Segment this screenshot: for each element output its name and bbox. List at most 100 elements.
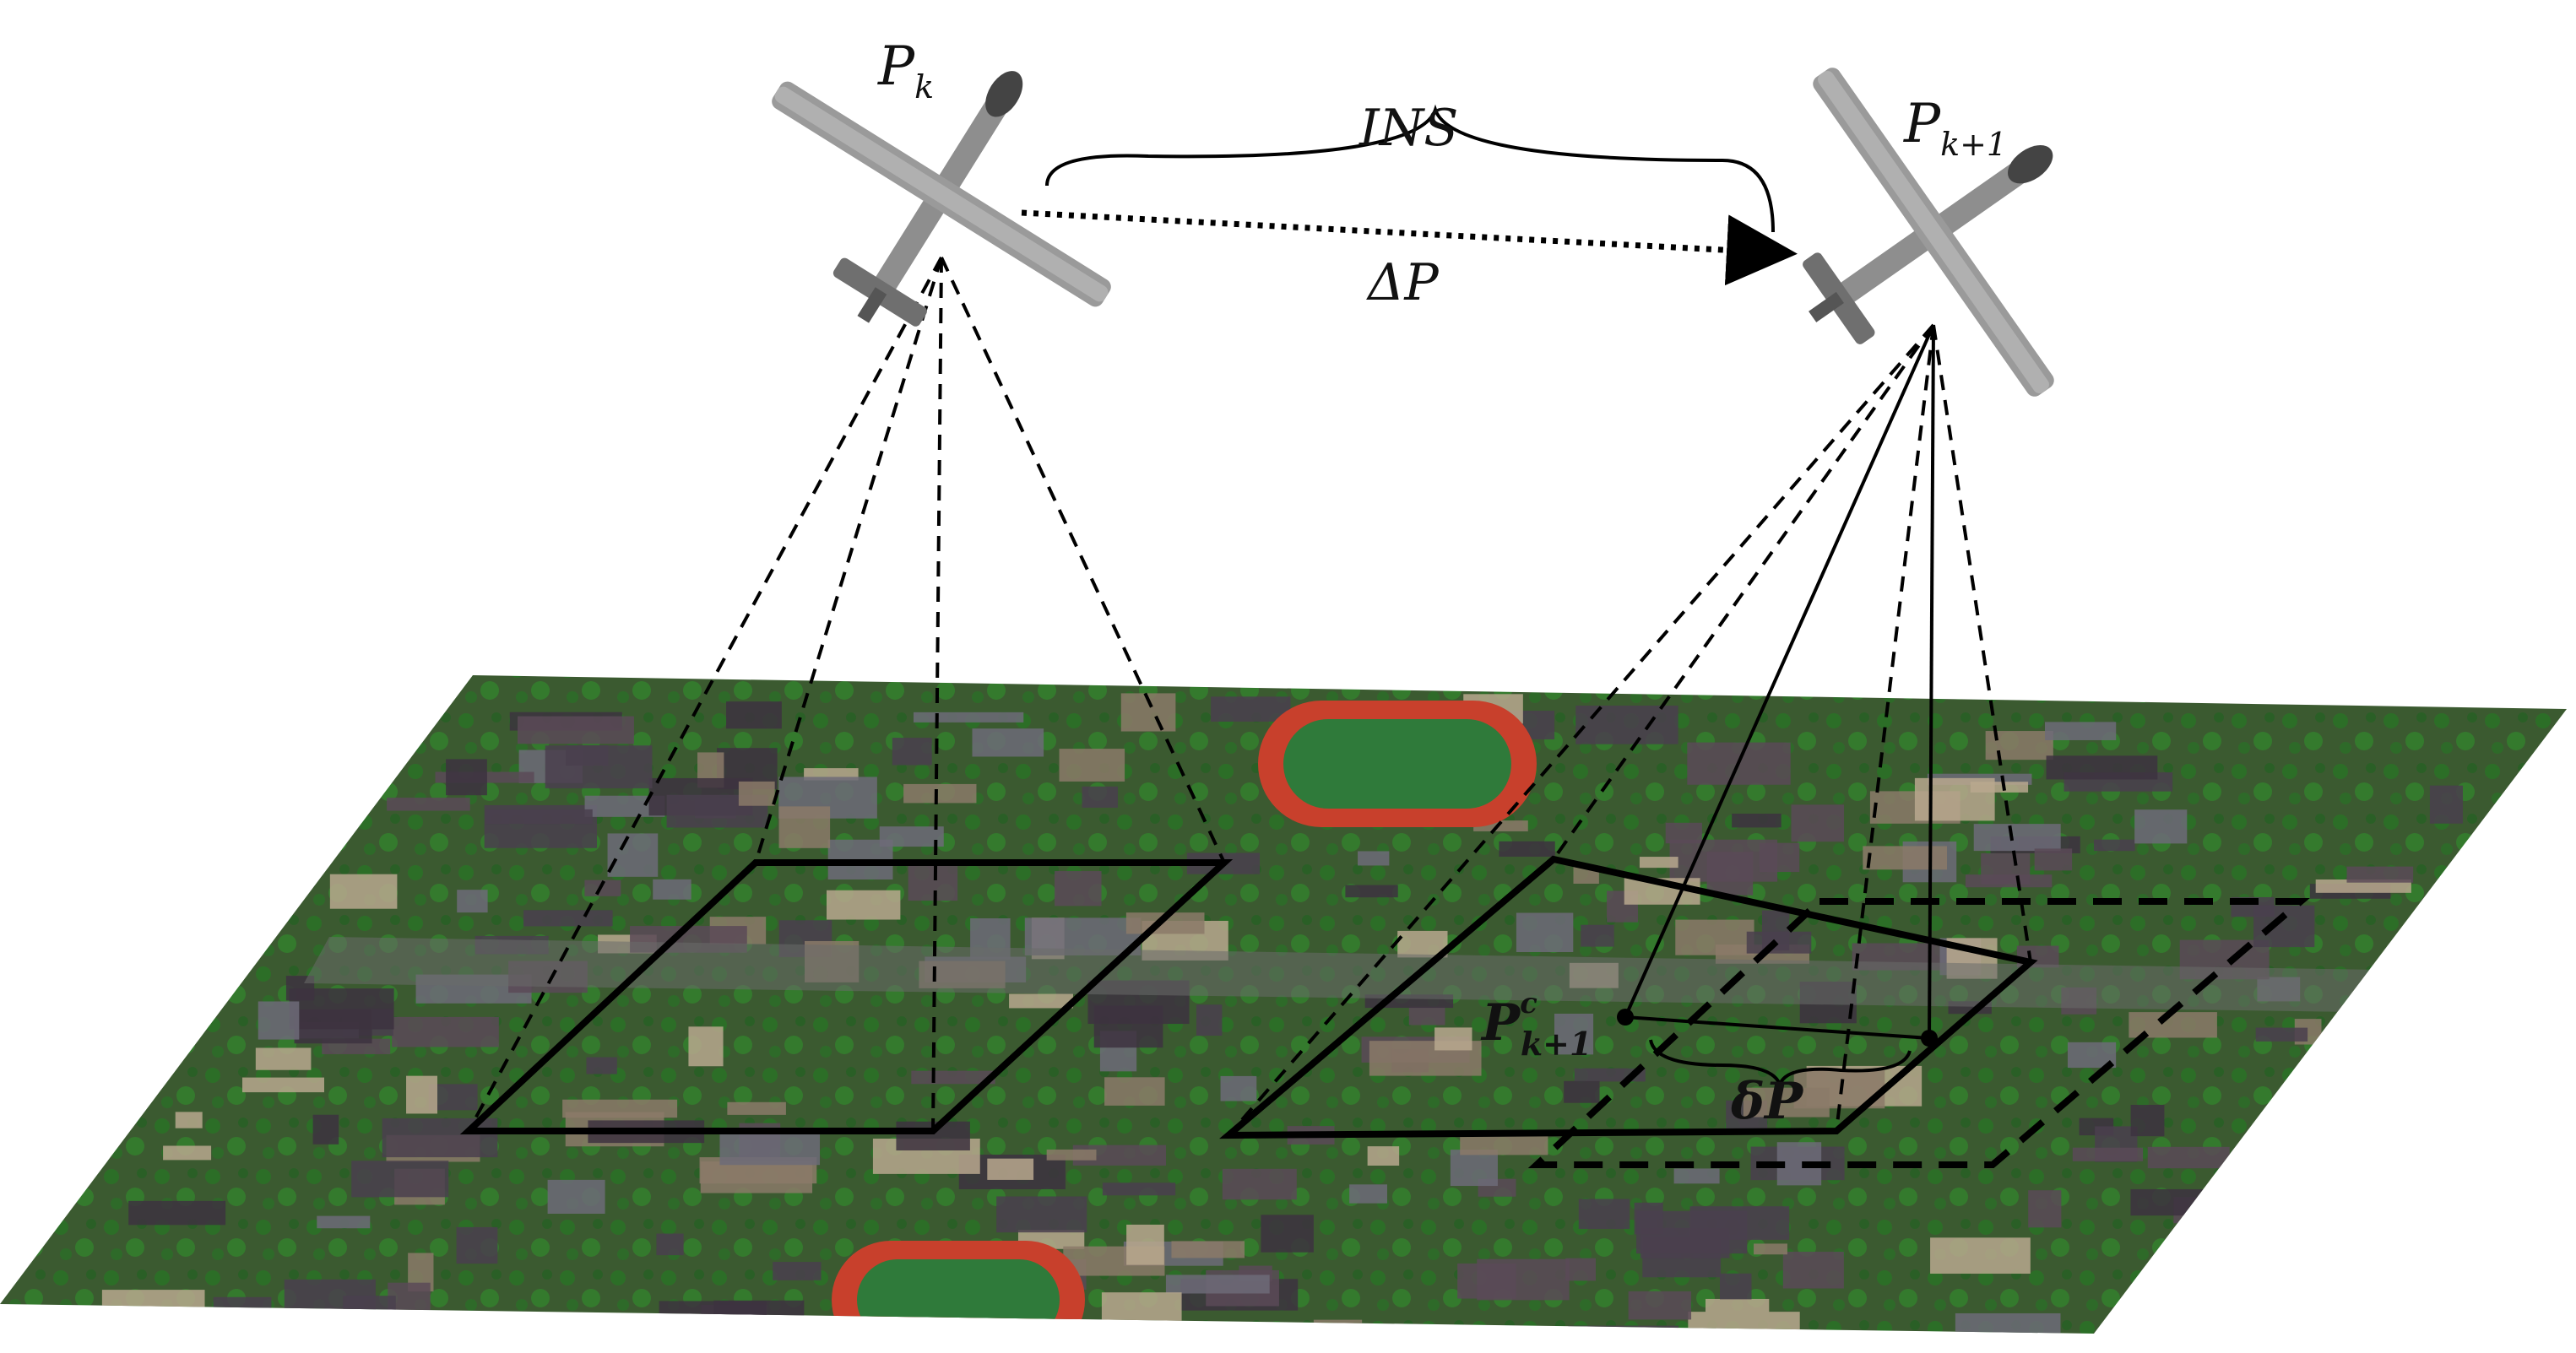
building-block bbox=[972, 728, 1044, 757]
building-block bbox=[213, 1296, 272, 1311]
building-block bbox=[727, 1101, 786, 1115]
building-block bbox=[1313, 1319, 1363, 1334]
aerial-ground-image bbox=[0, 675, 2567, 1334]
ins-brace bbox=[1045, 104, 1775, 233]
building-block bbox=[607, 833, 659, 877]
building-block bbox=[1930, 1237, 2031, 1275]
building-block bbox=[1581, 924, 1614, 947]
building-block bbox=[586, 1057, 617, 1074]
building-block bbox=[2429, 785, 2463, 824]
building-block bbox=[2315, 879, 2411, 893]
building-block bbox=[351, 1161, 449, 1198]
building-block bbox=[258, 1001, 300, 1040]
building-block bbox=[1165, 1275, 1270, 1294]
label-pk: Pk bbox=[877, 35, 934, 106]
building-block bbox=[2147, 1146, 2230, 1169]
building-block bbox=[1009, 993, 1073, 1009]
building-block bbox=[1211, 696, 1291, 722]
building-block bbox=[898, 1328, 1012, 1334]
building-block bbox=[446, 759, 487, 796]
building-block bbox=[1434, 1027, 1472, 1051]
track-field bbox=[1283, 719, 1511, 809]
building-block bbox=[653, 879, 691, 900]
label-pk1: Pk+1 bbox=[1903, 93, 2007, 163]
building-block bbox=[387, 798, 470, 811]
building-block bbox=[1720, 1273, 1752, 1300]
building-block bbox=[241, 1077, 324, 1093]
building-block bbox=[457, 890, 488, 913]
estimated-center-point bbox=[1617, 1009, 1634, 1026]
building-block bbox=[903, 783, 977, 804]
building-block bbox=[485, 809, 593, 825]
building-block bbox=[1705, 1298, 1770, 1312]
building-block bbox=[1222, 1168, 1297, 1200]
building-block bbox=[2130, 1105, 2165, 1137]
building-block bbox=[456, 1226, 498, 1264]
building-block bbox=[2134, 809, 2188, 844]
building-block bbox=[1688, 1312, 1800, 1330]
building-block bbox=[1628, 1291, 1692, 1320]
left-camera-footprint-lines bbox=[467, 257, 1226, 1132]
building-block bbox=[959, 1327, 1066, 1334]
delta-p-segment bbox=[1617, 1009, 1938, 1091]
aircraft-icon bbox=[1803, 68, 2054, 397]
building-block bbox=[1743, 1087, 1830, 1118]
building-block bbox=[1367, 1146, 1400, 1166]
building-block bbox=[1791, 804, 1845, 842]
building-block bbox=[1955, 1312, 2061, 1334]
building-block bbox=[2072, 1147, 2144, 1161]
building-block bbox=[1754, 1243, 1787, 1255]
building-block bbox=[2253, 905, 2315, 948]
building-block bbox=[987, 1158, 1034, 1180]
building-block bbox=[175, 1112, 203, 1128]
building-block bbox=[547, 1179, 605, 1215]
building-block bbox=[2346, 866, 2414, 883]
building-block bbox=[1408, 1006, 1445, 1026]
building-block bbox=[908, 859, 958, 901]
building-block bbox=[726, 701, 782, 729]
building-block bbox=[2045, 722, 2117, 740]
building-block bbox=[1732, 814, 1782, 828]
building-block bbox=[1673, 1168, 1720, 1184]
building-block bbox=[656, 1233, 684, 1256]
building-block bbox=[688, 1026, 724, 1067]
building-block bbox=[545, 745, 653, 788]
building-block bbox=[2046, 755, 2158, 780]
building-block bbox=[713, 1300, 805, 1330]
building-block bbox=[128, 1200, 226, 1226]
building-block bbox=[1746, 931, 1812, 954]
building-block bbox=[1384, 1327, 1424, 1334]
right-estimated-footprint bbox=[1219, 855, 2038, 1139]
building-block bbox=[1358, 851, 1390, 866]
building-block bbox=[1345, 885, 1398, 898]
building-block bbox=[518, 716, 634, 744]
building-block bbox=[343, 1296, 396, 1313]
building-block bbox=[30, 1332, 58, 1334]
building-block bbox=[31, 1311, 96, 1334]
building-block bbox=[1973, 824, 2061, 852]
building-block bbox=[879, 826, 944, 847]
building-block bbox=[2255, 1027, 2308, 1042]
building-block bbox=[1104, 1077, 1165, 1106]
building-block bbox=[1568, 1325, 1679, 1334]
building-block bbox=[2130, 1188, 2214, 1216]
building-block bbox=[1706, 852, 1754, 896]
building-block bbox=[20, 1320, 55, 1334]
building-block bbox=[1970, 782, 2029, 793]
building-block bbox=[1575, 705, 1678, 744]
delta-p-arrow bbox=[1021, 209, 1798, 286]
building-block bbox=[773, 1262, 822, 1280]
building-block bbox=[1477, 1258, 1570, 1301]
aircraft-icon bbox=[772, 71, 1111, 327]
building-block bbox=[561, 1323, 593, 1334]
building-block bbox=[1349, 1184, 1387, 1204]
building-block bbox=[1196, 1004, 1223, 1036]
building-block bbox=[1046, 1149, 1097, 1161]
building-block bbox=[584, 879, 621, 896]
building-block bbox=[2028, 1190, 2062, 1228]
delta-p-brace bbox=[1649, 1039, 1912, 1091]
building-block bbox=[1634, 1202, 1663, 1235]
building-block bbox=[1675, 919, 1754, 955]
